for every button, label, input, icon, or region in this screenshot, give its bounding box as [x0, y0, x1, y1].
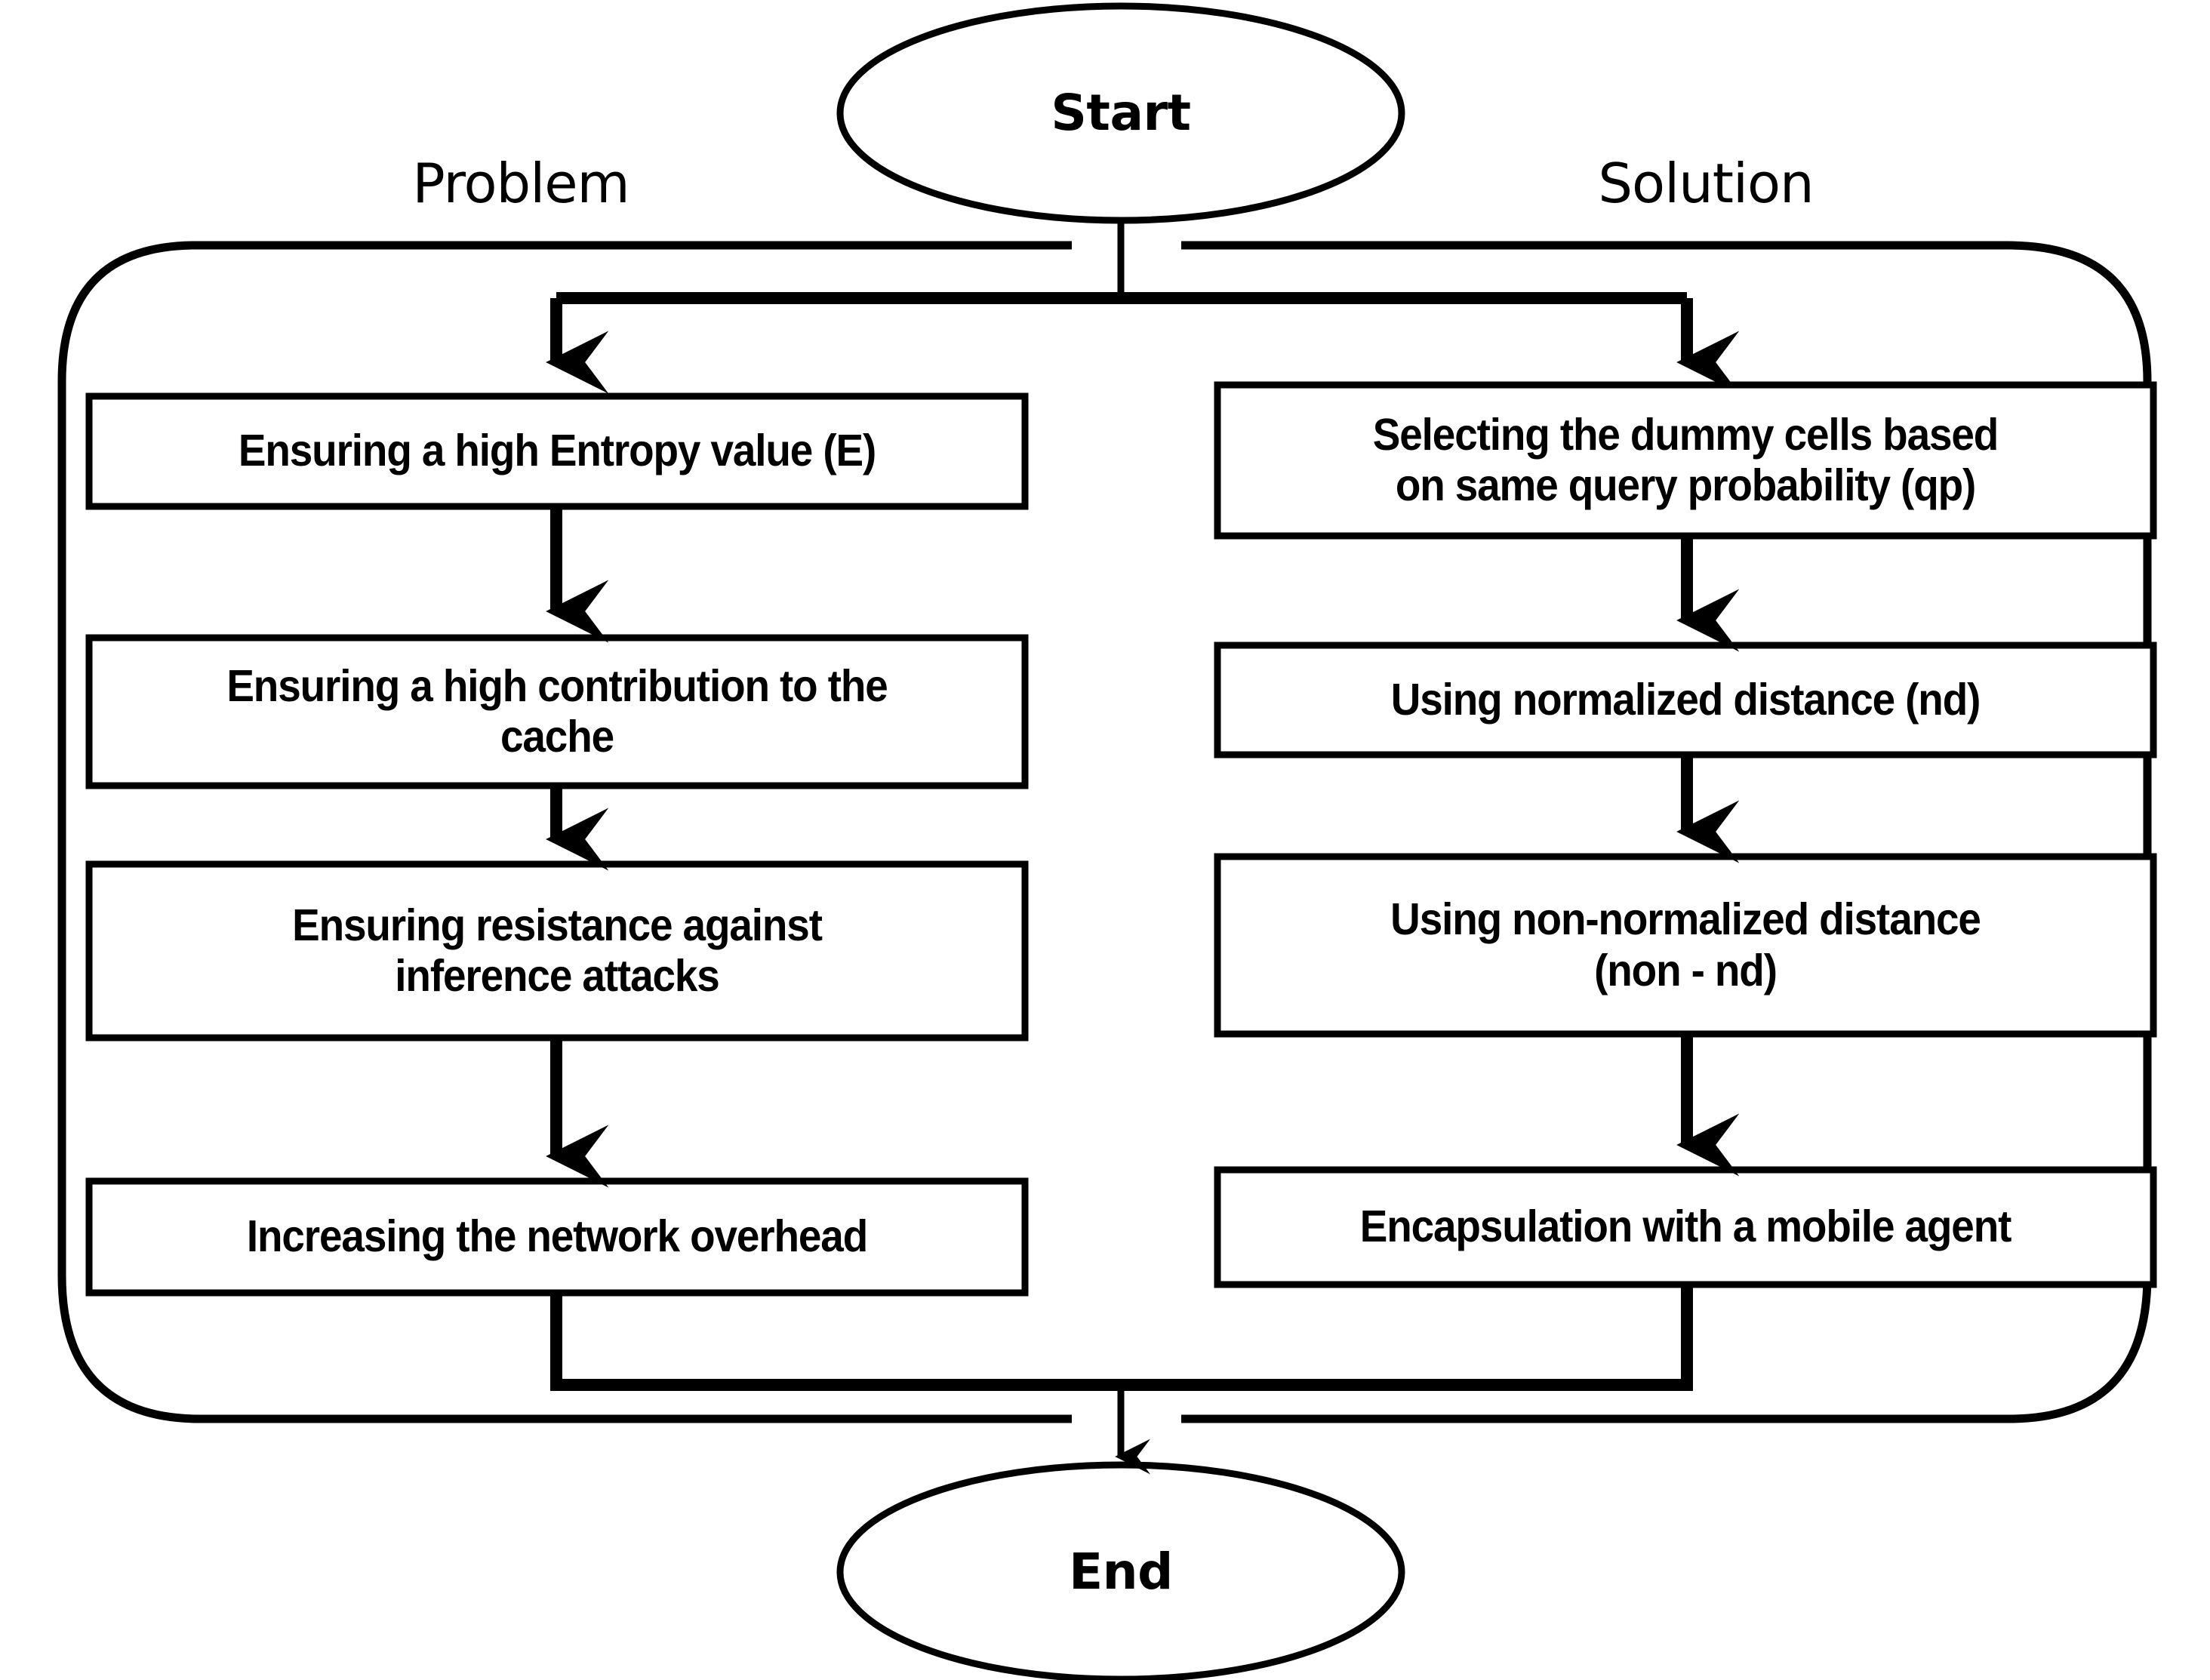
solution-step-3-label: Using non-normalized distance (non - nd)	[1390, 894, 1981, 995]
problem-group-frame	[57, 241, 1072, 1423]
solution-step-2-box	[1214, 642, 2157, 758]
problem-step-1-label: Ensuring a high Entropy value (E)	[238, 426, 876, 476]
end-node-label: End	[1069, 1543, 1173, 1602]
solution-step-1-label: Selecting the dummy cells based on same …	[1372, 409, 1999, 510]
solution-step-1-box	[1214, 381, 2157, 540]
problem-step-1-box	[85, 392, 1029, 510]
solution-step-4-label: Encapsulation with a mobile agent	[1359, 1202, 2012, 1252]
solution-merge-leg	[1121, 1285, 1693, 1391]
start-node-label: Start	[1051, 84, 1191, 143]
problem-column-label: Problem	[412, 151, 629, 215]
solution-group-frame	[1181, 241, 2152, 1423]
solution-column-label: Solution	[1598, 151, 1814, 215]
problem-step-4-label: Increasing the network overhead	[246, 1211, 868, 1262]
problem-step-3-box	[85, 860, 1029, 1042]
problem-merge-leg	[550, 1293, 1121, 1391]
solution-step-2-label: Using normalized distance (nd)	[1390, 674, 1981, 725]
problem-step-3-label: Ensuring resistance against inference at…	[292, 900, 823, 1001]
problem-step-2-label: Ensuring a high contribution to the cach…	[226, 660, 888, 762]
